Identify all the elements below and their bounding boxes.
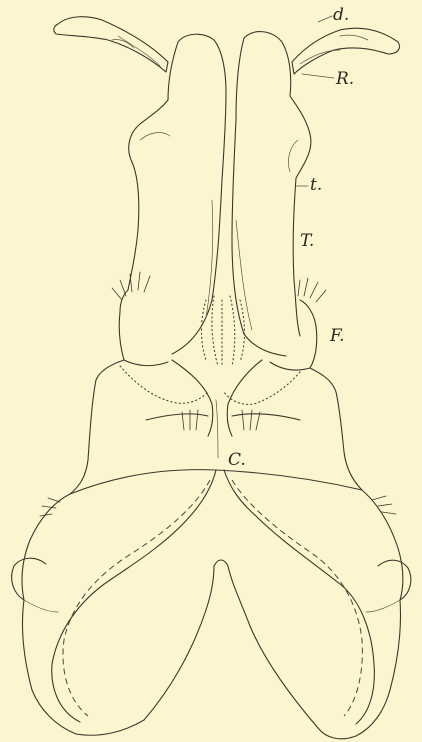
lower-plate	[12, 470, 411, 739]
label-t: t.	[310, 175, 322, 195]
right-process	[292, 28, 400, 74]
upper-left-lobe	[128, 34, 226, 354]
label-C: C.	[228, 450, 246, 470]
left-shoulder	[112, 272, 168, 366]
middle-segment	[70, 360, 362, 494]
upper-right-lobe	[232, 32, 311, 356]
label-T: T.	[300, 231, 314, 251]
label-F: F.	[329, 326, 345, 346]
label-d: d.	[333, 5, 349, 25]
label-R: R.	[335, 69, 354, 89]
left-process	[54, 17, 168, 72]
